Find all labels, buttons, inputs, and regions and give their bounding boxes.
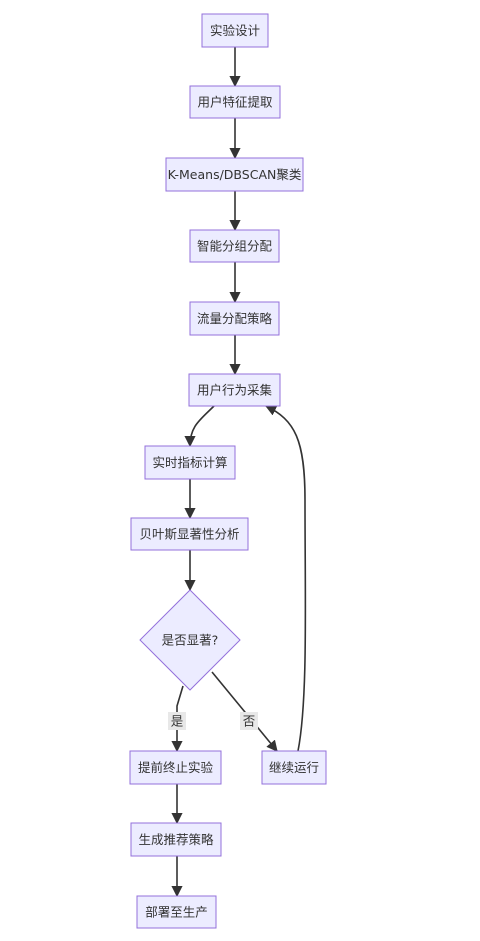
node-user-behavior-collection: 用户行为采集	[188, 373, 281, 407]
node-experiment-design: 实验设计	[201, 13, 269, 48]
node-bayesian-analysis: 贝叶斯显著性分析	[130, 517, 249, 551]
node-clustering-label: K-Means/DBSCAN聚类	[168, 167, 302, 182]
edge-label-yes-text: 是	[171, 714, 184, 729]
edge-label-yes: 是	[168, 712, 186, 730]
node-bayesian-analysis-label: 贝叶斯显著性分析	[139, 527, 239, 542]
node-generate-recommendation-label: 生成推荐策略	[138, 832, 214, 847]
node-significance-decision: 是否显著?	[139, 589, 241, 691]
node-early-stop: 提前终止实验	[129, 750, 222, 785]
node-significance-decision-label: 是否显著?	[162, 633, 219, 648]
edges	[171, 47, 307, 898]
node-continue-running: 继续运行	[261, 750, 327, 785]
edge-collect-to-metrics	[184, 405, 215, 448]
node-user-feature-extraction: 用户特征提取	[189, 85, 281, 119]
node-traffic-strategy-label: 流量分配策略	[197, 311, 273, 326]
node-user-behavior-collection-label: 用户行为采集	[197, 383, 273, 398]
node-smart-grouping-label: 智能分组分配	[197, 239, 273, 254]
node-early-stop-label: 提前终止实验	[138, 760, 214, 775]
node-traffic-strategy: 流量分配策略	[189, 301, 280, 336]
node-user-feature-extraction-label: 用户特征提取	[197, 95, 273, 110]
edge-decision-to-continue	[211, 671, 278, 752]
edge-continue-to-collect	[264, 405, 307, 752]
edge-decision-to-stop	[171, 685, 184, 753]
node-deploy-production-label: 部署至生产	[145, 905, 208, 920]
node-realtime-metrics: 实时指标计算	[144, 445, 236, 480]
node-generate-recommendation: 生成推荐策略	[130, 822, 222, 857]
node-clustering: K-Means/DBSCAN聚类	[165, 157, 304, 192]
node-realtime-metrics-label: 实时指标计算	[152, 455, 227, 470]
node-smart-grouping: 智能分组分配	[189, 229, 280, 263]
node-experiment-design-label: 实验设计	[210, 23, 260, 38]
node-continue-running-label: 继续运行	[269, 760, 319, 775]
edge-label-no-text: 否	[243, 714, 256, 729]
edge-label-no: 否	[240, 712, 258, 730]
node-deploy-production: 部署至生产	[136, 895, 217, 929]
